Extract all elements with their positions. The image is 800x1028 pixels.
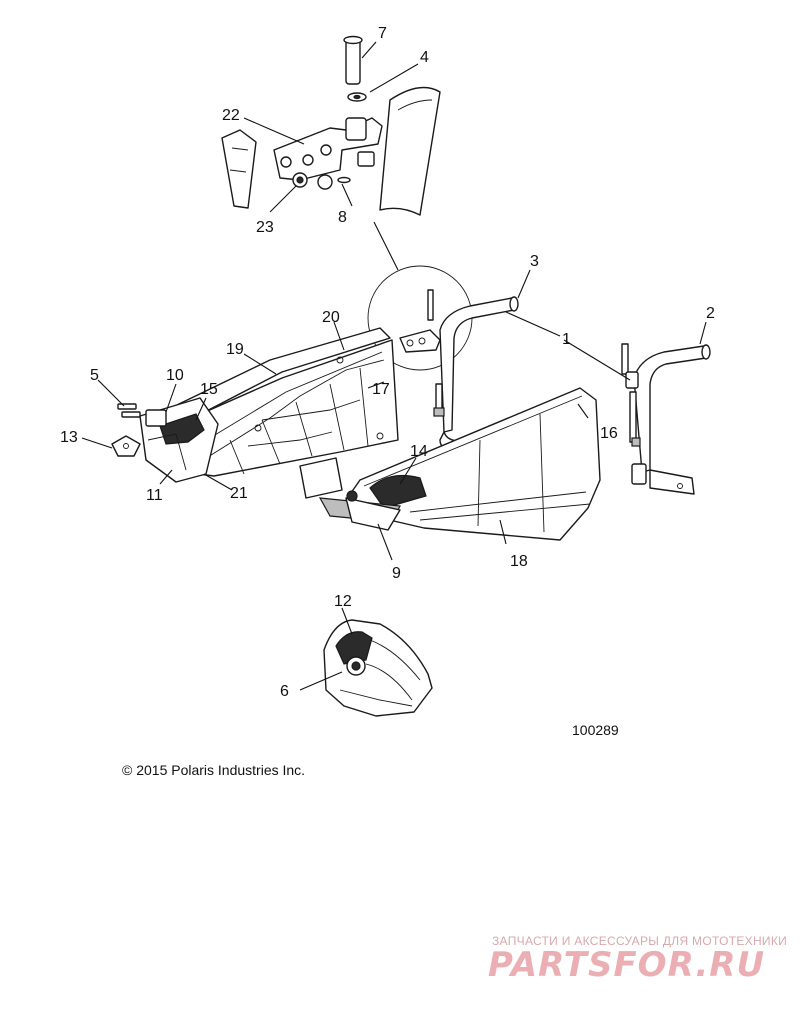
lower-bracket <box>323 619 433 717</box>
side-panel <box>299 387 601 541</box>
callout-7: 7 <box>378 25 387 42</box>
callout-6: 6 <box>280 683 289 700</box>
callout-3: 3 <box>530 253 539 270</box>
rear-tube-right <box>621 343 711 495</box>
callout-19: 19 <box>226 341 244 358</box>
callout-21: 21 <box>230 485 248 502</box>
callout-1: 1 <box>562 331 571 348</box>
pin-part <box>345 39 361 85</box>
callout-14: 14 <box>410 443 428 460</box>
callout-17: 17 <box>372 381 390 398</box>
callout-12: 12 <box>334 593 352 610</box>
watermark-logo: PARTSFOR.RU <box>488 945 765 985</box>
callout-23: 23 <box>256 219 274 236</box>
callout-11: 11 <box>146 487 163 504</box>
detail-magnifier <box>367 221 473 371</box>
diagram-reference-number: 100289 <box>572 722 619 738</box>
callout-2: 2 <box>706 305 715 322</box>
callout-13: 13 <box>60 429 78 446</box>
callout-9: 9 <box>392 565 401 582</box>
copyright-text: © 2015 Polaris Industries Inc. <box>122 762 306 778</box>
callout-16: 16 <box>600 425 618 442</box>
callout-4: 4 <box>420 49 429 66</box>
callout-15: 15 <box>200 381 218 398</box>
callout-22: 22 <box>222 107 240 124</box>
callout-8: 8 <box>338 209 347 226</box>
callout-5: 5 <box>90 367 99 384</box>
watermark-tagline: ЗАПЧАСТИ И АКСЕССУАРЫ ДЛЯ МОТОТЕХНИКИ <box>492 934 788 948</box>
leader-lines <box>81 41 707 691</box>
detail-hinge-assembly <box>221 35 441 216</box>
callout-labels: 7 4 22 23 8 3 2 1 20 19 5 10 15 17 13 16… <box>60 25 715 700</box>
callout-20: 20 <box>322 309 340 326</box>
callout-18: 18 <box>510 553 528 570</box>
callout-10: 10 <box>166 367 184 384</box>
main-frame <box>111 327 399 483</box>
